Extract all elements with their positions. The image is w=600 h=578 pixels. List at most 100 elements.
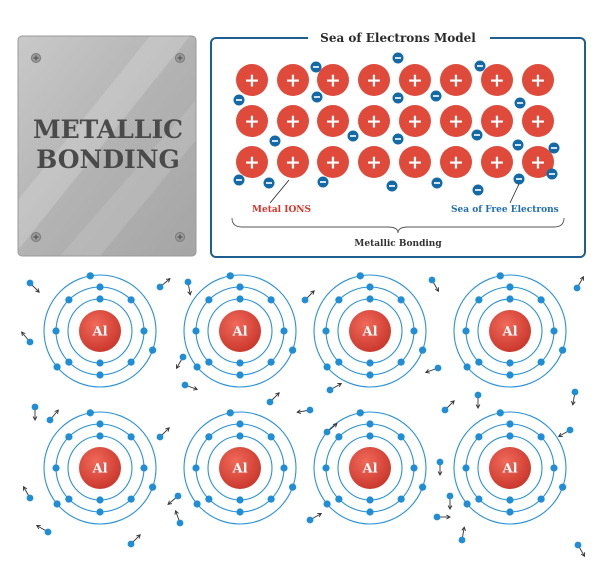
minus-sign	[515, 144, 521, 146]
bound-electron	[366, 371, 374, 379]
moving-electron	[31, 403, 39, 421]
bound-electron	[475, 296, 483, 304]
screw-icon	[31, 53, 41, 63]
bound-electron	[205, 296, 213, 304]
metal-ion: +	[317, 64, 349, 96]
bound-electron	[96, 432, 104, 440]
nucleus	[489, 310, 531, 352]
plus-sign: +	[530, 152, 546, 174]
nucleus	[349, 447, 391, 489]
motion-arrow-icon	[447, 505, 453, 510]
metal-ion: +	[440, 105, 472, 137]
title-gap	[308, 30, 490, 46]
bound-electron	[96, 359, 104, 367]
metal-ion: +	[358, 146, 390, 178]
motion-arrow-icon	[193, 386, 199, 391]
motion-arrow-icon	[35, 525, 41, 530]
plus-sign: +	[244, 70, 260, 92]
bound-electron	[267, 495, 275, 503]
bound-electron	[335, 495, 343, 503]
bound-electron	[267, 433, 275, 441]
bound-electron	[236, 371, 244, 379]
metal-ion: +	[236, 146, 268, 178]
bound-electron	[127, 433, 135, 441]
metallic-bonding-bracket	[231, 217, 565, 234]
metal-ion: +	[358, 64, 390, 96]
bound-electron	[322, 327, 330, 335]
metal-ion: +	[522, 105, 554, 137]
bound-electron	[236, 295, 244, 303]
bound-electron	[475, 358, 483, 366]
moving-electron	[428, 276, 439, 293]
plus-sign: +	[244, 111, 260, 133]
free-electron	[233, 174, 245, 186]
metal-ion: +	[481, 64, 513, 96]
element-symbol: Al	[501, 325, 517, 340]
nucleus	[489, 447, 531, 489]
metal-ion: +	[277, 64, 309, 96]
motion-arrow-icon	[434, 287, 439, 293]
bound-electron	[506, 371, 514, 379]
motion-arrow-icon	[165, 278, 171, 283]
screw-icon	[31, 232, 41, 242]
metal-plate: METALLIC BONDING	[17, 35, 197, 257]
minus-sign	[395, 97, 401, 99]
metal-ion: +	[481, 146, 513, 178]
plus-sign: +	[407, 152, 423, 174]
bound-electron	[127, 495, 135, 503]
bound-electron	[366, 508, 374, 516]
moving-electron	[571, 388, 579, 406]
bound-electron	[475, 495, 483, 503]
free-electron	[471, 129, 483, 141]
moving-electron	[127, 534, 141, 548]
bound-electron	[96, 283, 104, 291]
plus-sign: +	[325, 152, 341, 174]
minus-sign	[350, 135, 356, 137]
bound-electron	[356, 409, 364, 417]
plus-sign: +	[530, 70, 546, 92]
moving-electron	[266, 392, 280, 406]
element-symbol: Al	[361, 462, 377, 477]
plus-sign: +	[366, 111, 382, 133]
moving-electron	[156, 427, 170, 441]
metal-ion: +	[522, 146, 554, 178]
bound-electron	[236, 420, 244, 428]
plus-sign: +	[448, 111, 464, 133]
bound-electron	[496, 272, 504, 280]
motion-arrow-icon	[310, 290, 315, 295]
metal-ion: +	[481, 105, 513, 137]
free-electron	[263, 177, 275, 189]
minus-sign	[389, 185, 395, 187]
bound-electron	[550, 464, 558, 472]
metal-ion: +	[277, 105, 309, 137]
free-electron	[513, 173, 525, 185]
plus-sign: +	[285, 111, 301, 133]
bound-electron	[506, 432, 514, 440]
moving-electron	[21, 331, 34, 346]
metallic-bonding-label: Metallic Bonding	[354, 239, 442, 249]
ions-pointer	[269, 179, 290, 204]
bound-electron	[52, 327, 60, 335]
electron-shell	[43, 411, 157, 525]
motion-arrow-icon	[174, 509, 179, 515]
bound-electron	[506, 420, 514, 428]
bound-electron	[65, 433, 73, 441]
motion-arrow-icon	[475, 404, 481, 409]
bound-electron	[127, 296, 135, 304]
plus-sign: +	[530, 111, 546, 133]
bound-electron	[463, 363, 471, 371]
free-electron	[392, 133, 404, 145]
screw-icon	[175, 232, 185, 242]
electron-shell	[313, 411, 427, 525]
element-symbol: Al	[91, 462, 107, 477]
minus-sign	[549, 173, 555, 175]
plus-sign: +	[366, 70, 382, 92]
bound-electron	[397, 296, 405, 304]
free-electron	[310, 61, 322, 73]
aluminium-atom: Al	[183, 272, 297, 388]
bound-electron	[366, 295, 374, 303]
motion-arrow-icon	[23, 485, 28, 491]
bound-electron	[322, 464, 330, 472]
bound-electron	[65, 358, 73, 366]
bound-electron	[53, 500, 61, 508]
